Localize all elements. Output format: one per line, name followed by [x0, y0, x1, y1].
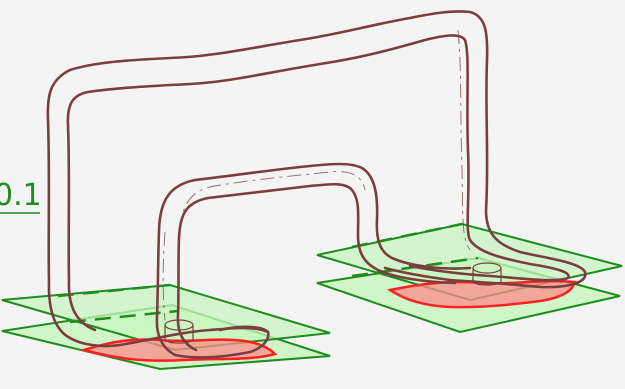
dimension-label: 0.1 [0, 178, 42, 213]
dimension-label-group: 0.1 [0, 178, 42, 213]
hidden-edge-inner-back [180, 172, 365, 230]
